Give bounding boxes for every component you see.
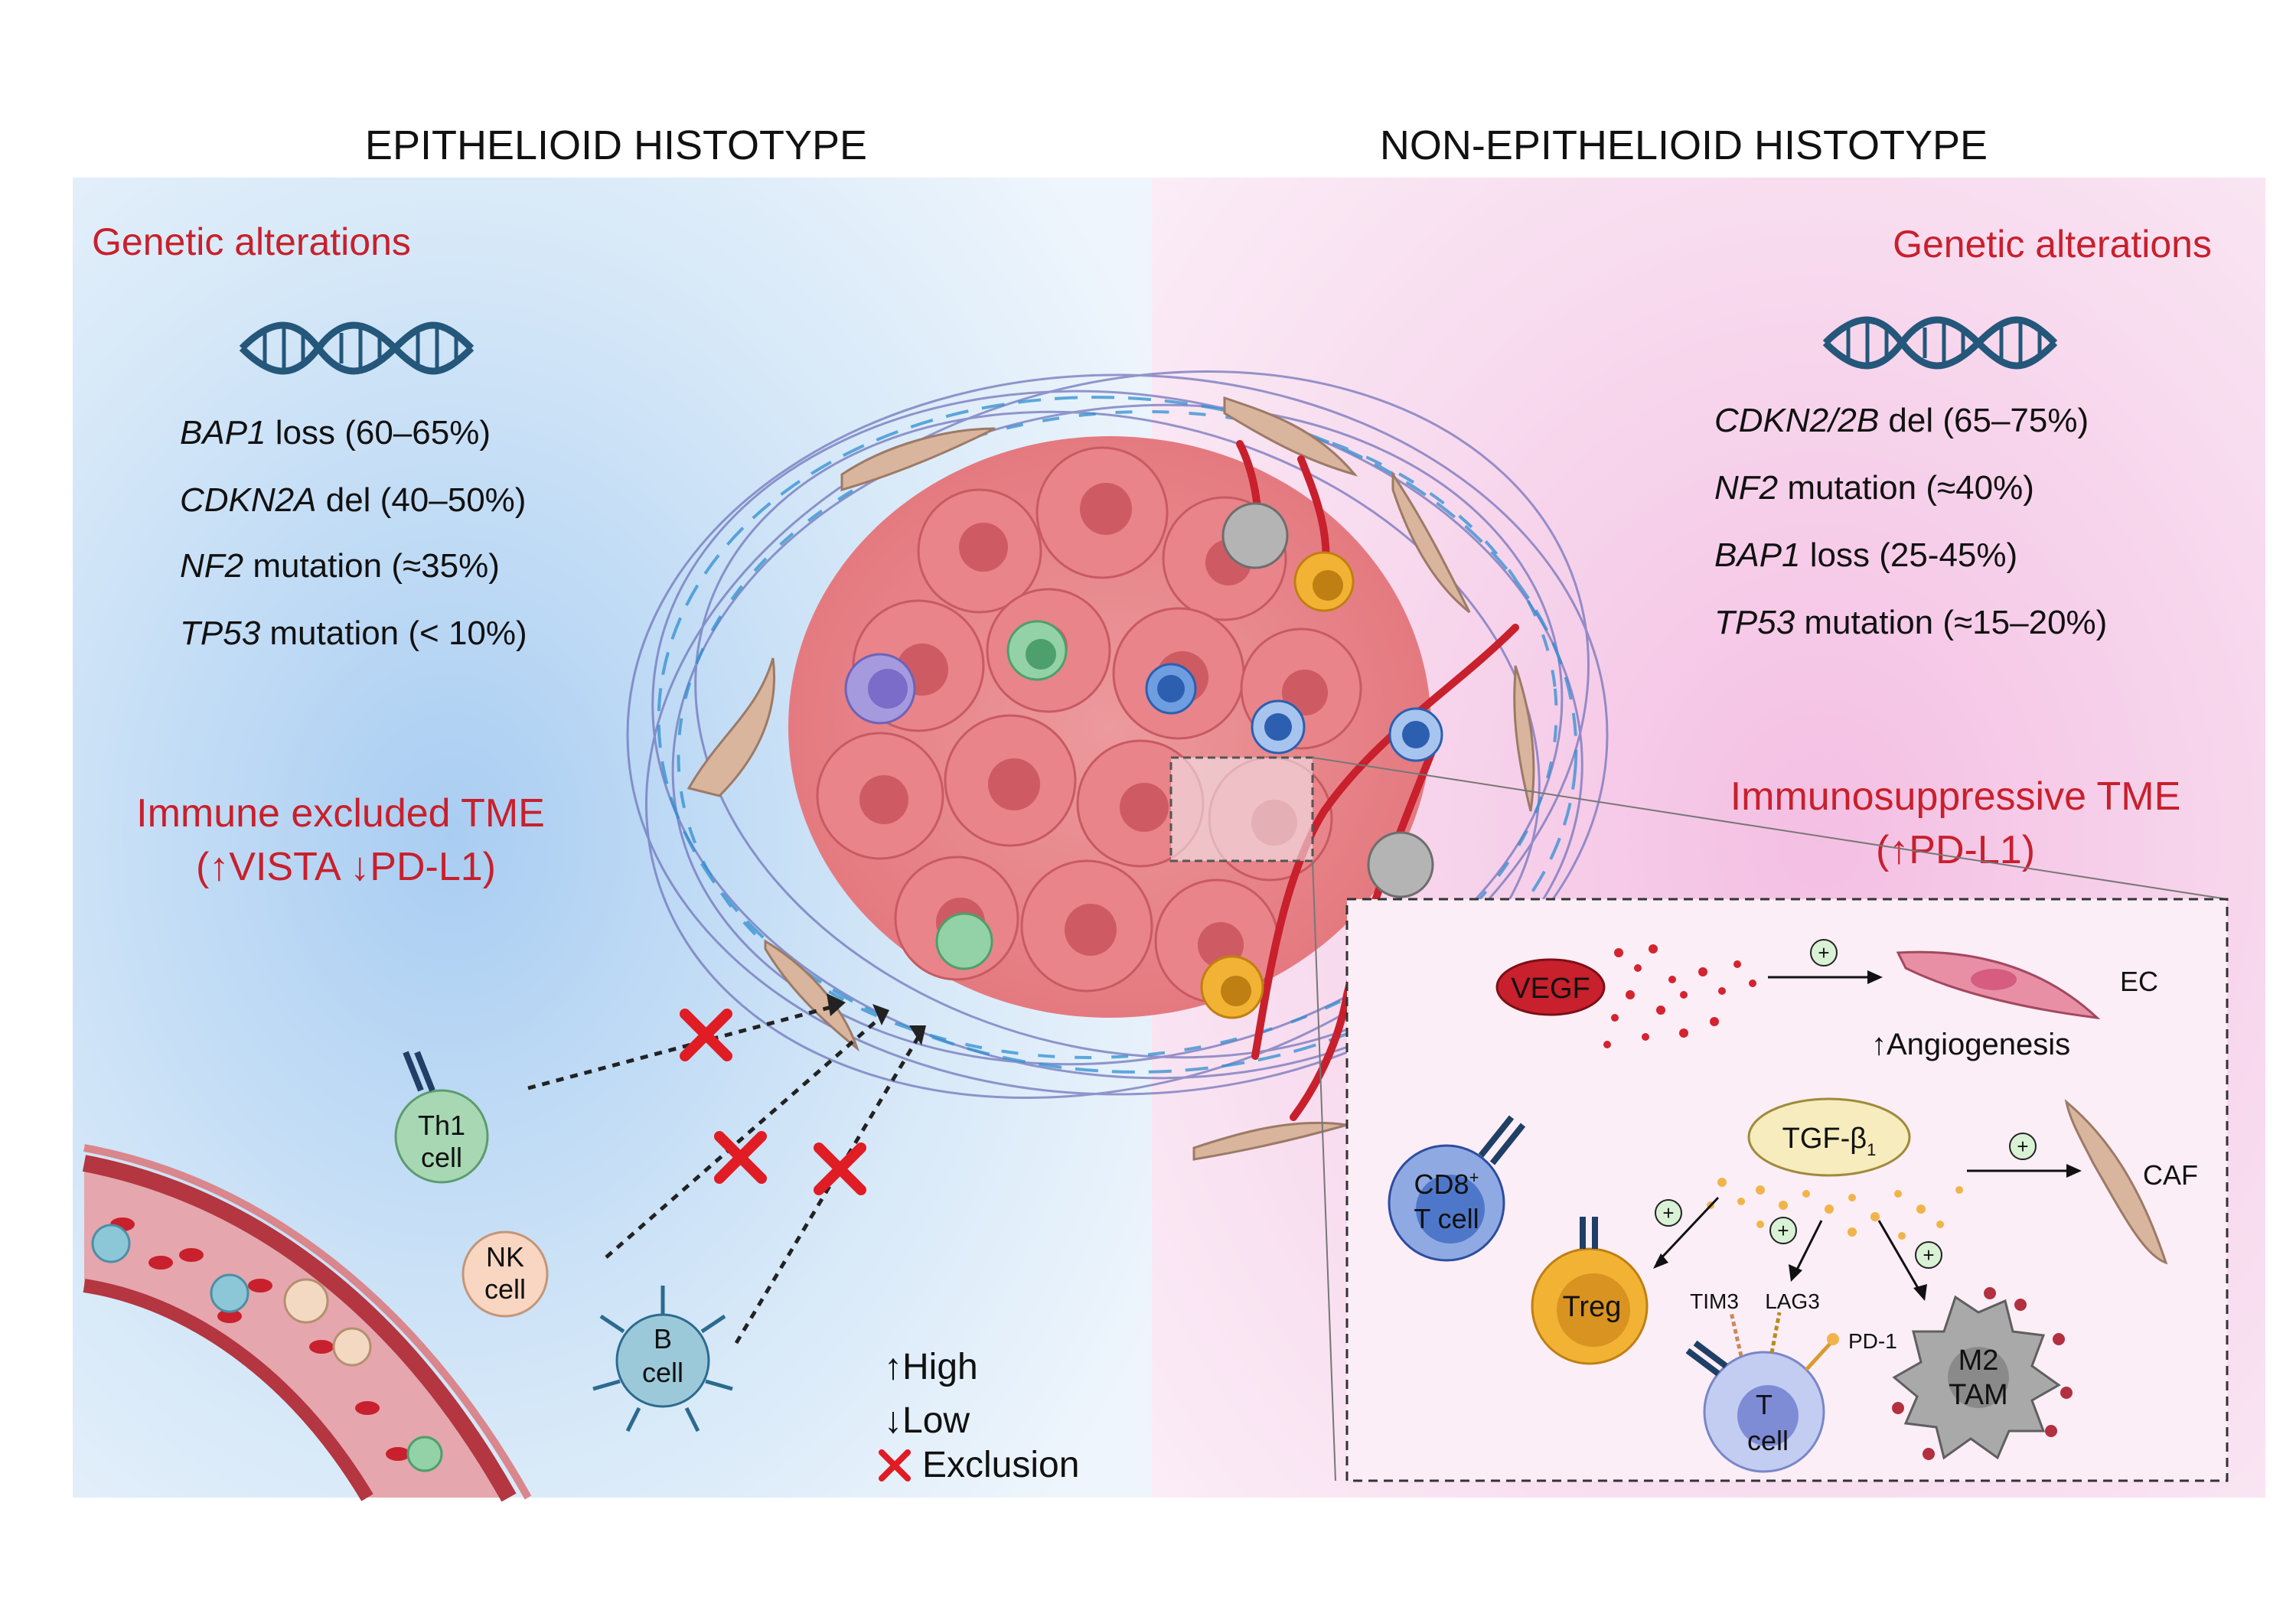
nk-cell bbox=[461, 1231, 549, 1318]
cd8-label-line1: CD8+ bbox=[1414, 1168, 1479, 1200]
right-title: NON-EPITHELIOID HISTOTYPE bbox=[1380, 122, 1988, 168]
plus-sign: + bbox=[1662, 1201, 1674, 1224]
plus-sign: + bbox=[1777, 1219, 1789, 1242]
arrowhead-icon bbox=[827, 993, 926, 1045]
pd1-receptor-icon bbox=[1805, 1341, 1832, 1371]
left-alteration-4: TP53 mutation (< 10%) bbox=[180, 614, 527, 652]
pdl1-ligand-icons bbox=[1892, 1287, 2073, 1460]
pd1-label: PD-1 bbox=[1848, 1329, 1897, 1353]
legend-exclusion-cross-icon bbox=[879, 1449, 911, 1482]
tumor-mass bbox=[788, 436, 1431, 1018]
b-cell-label-line1: B bbox=[654, 1323, 672, 1354]
zoom-region-box bbox=[1169, 756, 1314, 862]
right-alteration-1: CDKN2/2B del (65–75%) bbox=[1714, 402, 2089, 439]
left-tme-markers: (↑VISTA ↓PD-L1) bbox=[196, 845, 496, 889]
left-title: EPITHELIOID HISTOTYPE bbox=[365, 122, 867, 168]
collagen-fibers bbox=[657, 396, 1578, 1074]
left-alteration-2: CDKN2A del (40–50%) bbox=[180, 481, 526, 519]
caf-label: CAF bbox=[2143, 1159, 2198, 1191]
pd1-receptor-head-icon bbox=[1827, 1333, 1839, 1345]
arrowhead-icon bbox=[1653, 1253, 1668, 1269]
nk-cell-label-line2: cell bbox=[484, 1273, 526, 1305]
exhausted-t-cell-label-line2: cell bbox=[1747, 1425, 1789, 1456]
plus-badge bbox=[1655, 1199, 1682, 1227]
right-alteration-2: NF2 mutation (≈40%) bbox=[1714, 469, 2034, 507]
endothelial-cell-nucleus bbox=[1971, 969, 2017, 990]
caf-fibroblast bbox=[2064, 1099, 2168, 1265]
tam-arrow bbox=[1877, 1220, 1923, 1294]
angiogenesis-label: ↑Angiogenesis bbox=[1871, 1028, 2070, 1061]
lag3-receptor-icon bbox=[1769, 1312, 1782, 1354]
vegf-molecule bbox=[1495, 958, 1606, 1016]
lag3-label: LAG3 bbox=[1765, 1289, 1820, 1313]
legend-low: ↓Low bbox=[884, 1400, 970, 1441]
arrowhead-icon bbox=[2066, 1164, 2082, 1178]
b-cell bbox=[592, 1286, 733, 1433]
b-cell-label-line2: cell bbox=[642, 1357, 683, 1388]
zoom-connector-line bbox=[1312, 757, 2228, 900]
immune-cells-in-tumor bbox=[844, 502, 1443, 1019]
plus-sign: + bbox=[1818, 941, 1829, 964]
treg-arrow bbox=[1655, 1196, 1720, 1264]
left-tme-label: Immune excluded TME bbox=[136, 791, 545, 836]
receptor-icon bbox=[1685, 1348, 1720, 1377]
arrowhead-icon bbox=[1867, 970, 1883, 984]
exhausted-t-cell-label-line1: T bbox=[1756, 1389, 1773, 1420]
treg-label: Treg bbox=[1563, 1291, 1622, 1323]
blood-vessel bbox=[82, 1144, 532, 1502]
ec-label: EC bbox=[2120, 966, 2158, 997]
left-alteration-3: NF2 mutation (≈35%) bbox=[180, 547, 500, 585]
receptor-icon bbox=[1693, 1340, 1728, 1369]
plus-badge bbox=[1810, 939, 1838, 966]
nk-cell-label-line1: NK bbox=[486, 1241, 524, 1273]
left-genetic-heading: Genetic alterations bbox=[92, 220, 411, 263]
tgf-beta-molecule bbox=[1747, 1097, 1911, 1177]
m2-tam-label-line2: TAM bbox=[1949, 1379, 2007, 1411]
arrowhead-icon bbox=[1789, 1264, 1802, 1282]
tim3-label: TIM3 bbox=[1690, 1289, 1739, 1313]
arrowhead-icon bbox=[1913, 1284, 1927, 1301]
receptor-icon bbox=[1489, 1123, 1526, 1165]
tgf-beta-particles bbox=[1707, 1178, 1963, 1240]
plus-badge bbox=[2009, 1133, 2037, 1160]
vegf-particles bbox=[1603, 944, 1756, 1048]
plus-sign: + bbox=[2017, 1135, 2028, 1158]
receptor-icon bbox=[1478, 1115, 1515, 1158]
treg-cell-nucleus bbox=[1557, 1273, 1630, 1347]
legend-exclusion: Exclusion bbox=[922, 1445, 1079, 1485]
b-cell-body bbox=[615, 1313, 710, 1408]
cd8-t-cell-nucleus bbox=[1416, 1175, 1485, 1244]
vegf-label: VEGF bbox=[1511, 973, 1590, 1005]
cd8-label-line2: T cell bbox=[1414, 1203, 1479, 1234]
dna-icon bbox=[239, 321, 475, 375]
plus-badge bbox=[1769, 1217, 1797, 1244]
left-alteration-1: BAP1 loss (60–65%) bbox=[180, 414, 491, 451]
th1-cell bbox=[394, 1051, 489, 1184]
migration-arrows bbox=[527, 1004, 921, 1345]
right-genetic-heading: Genetic alterations bbox=[1893, 223, 2212, 266]
tcell-arrow bbox=[1793, 1220, 1823, 1275]
tgf-beta-label: TGF-β1 bbox=[1782, 1123, 1877, 1159]
right-alteration-3: BAP1 loss (25-45%) bbox=[1714, 536, 2017, 574]
zoom-connector-line bbox=[1312, 860, 1336, 1482]
exhausted-t-cell-nucleus bbox=[1737, 1385, 1799, 1446]
th1-cell-label-line2: cell bbox=[421, 1142, 462, 1173]
right-alteration-4: TP53 mutation (≈15–20%) bbox=[1714, 604, 2107, 641]
dna-icon bbox=[1822, 316, 2058, 370]
plus-badge bbox=[1915, 1241, 1942, 1269]
fibroblasts bbox=[687, 396, 1535, 1161]
right-tme-label: Immunosuppressive TME bbox=[1730, 774, 2181, 819]
m2-tam-label-line1: M2 bbox=[1958, 1345, 1999, 1377]
legend-high: ↑High bbox=[884, 1347, 978, 1387]
exclusion-cross-icon bbox=[680, 1009, 866, 1195]
th1-cell-label-line1: Th1 bbox=[418, 1110, 465, 1141]
m2-tam-nucleus bbox=[1948, 1347, 2009, 1408]
plus-sign: + bbox=[1923, 1244, 1934, 1266]
